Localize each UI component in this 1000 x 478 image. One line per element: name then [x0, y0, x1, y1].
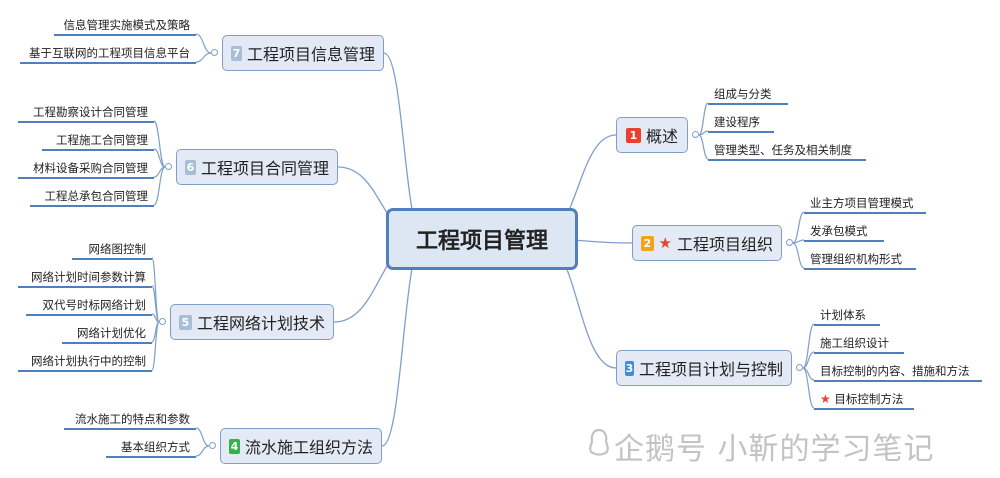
- collapse-toggle[interactable]: [159, 318, 166, 325]
- leaf-connector: [195, 52, 212, 63]
- collapse-toggle[interactable]: [165, 163, 172, 170]
- leaf-item[interactable]: 基于互联网的工程项目信息平台: [20, 44, 196, 64]
- branch-information[interactable]: 7 工程项目信息管理: [222, 35, 384, 71]
- number-badge: 3: [625, 360, 634, 376]
- number-badge: 2: [641, 235, 654, 251]
- branch-label: 工程项目组织: [676, 235, 773, 254]
- collapse-toggle[interactable]: [796, 364, 803, 371]
- root-title: 工程项目管理: [415, 229, 548, 254]
- leaf-connector: [195, 445, 210, 457]
- collapse-toggle[interactable]: [786, 239, 793, 246]
- leaf-item[interactable]: 管理类型、任务及相关制度: [708, 141, 866, 161]
- branch-label: 工程项目合同管理: [200, 159, 329, 178]
- leaf-connector: [153, 120, 166, 168]
- branch-network-plan[interactable]: 5 工程网络计划技术: [170, 304, 334, 340]
- leaf-connector: [792, 211, 805, 244]
- leaf-item[interactable]: 网络计划时间参数计算: [18, 268, 152, 288]
- leaf-item[interactable]: 基本组织方式: [106, 438, 196, 458]
- number-badge: 5: [179, 314, 192, 330]
- leaf-item[interactable]: 施工组织设计: [814, 334, 904, 354]
- leaf-item[interactable]: 工程总承包合同管理: [30, 187, 154, 207]
- branch-contract[interactable]: 6 工程项目合同管理: [176, 149, 338, 185]
- branch-connector: [381, 238, 425, 447]
- collapse-toggle[interactable]: [209, 442, 216, 449]
- leaf-connector: [151, 257, 160, 323]
- leaf-connector: [698, 134, 709, 160]
- leaf-connector: [698, 102, 709, 136]
- leaf-item[interactable]: 管理组织机构形式: [804, 250, 916, 270]
- number-badge: 1: [625, 127, 641, 143]
- leaf-item[interactable]: 网络计划优化: [62, 324, 152, 344]
- leaf-item[interactable]: 流水施工的特点和参数: [64, 410, 196, 430]
- number-badge: 7: [231, 45, 242, 61]
- leaf-item[interactable]: 信息管理实施模式及策略: [54, 16, 196, 36]
- leaf-connector: [153, 148, 166, 168]
- watermark: 企鹅号 小靳的学习笔记: [584, 424, 935, 468]
- star-icon: ★: [658, 233, 672, 252]
- leaf-connector: [195, 427, 210, 447]
- leaf-connector: [792, 242, 805, 269]
- branch-label: 工程项目信息管理: [246, 45, 375, 64]
- collapse-toggle[interactable]: [692, 131, 699, 138]
- leaf-connector: [802, 367, 815, 409]
- collapse-toggle[interactable]: [211, 49, 218, 56]
- leaf-item[interactable]: 工程施工合同管理: [42, 131, 154, 151]
- branch-plan-control[interactable]: 3 工程项目计划与控制: [616, 350, 792, 386]
- leaf-item[interactable]: 网络计划执行中的控制: [18, 352, 152, 372]
- number-badge: 4: [229, 438, 240, 454]
- leaf-item[interactable]: 建设程序: [708, 113, 774, 133]
- leaf-item[interactable]: 工程勘察设计合同管理: [18, 103, 154, 123]
- penguin-logo-icon: [589, 428, 609, 456]
- star-icon: ★: [820, 392, 831, 406]
- leaf-item[interactable]: 计划体系: [814, 306, 880, 326]
- leaf-label: 目标控制方法: [834, 392, 904, 406]
- leaf-item[interactable]: 组成与分类: [708, 85, 788, 105]
- leaf-item[interactable]: 材料设备采购合同管理: [18, 159, 154, 179]
- branch-overview[interactable]: 1 概述: [616, 117, 688, 153]
- leaf-connector: [153, 166, 166, 206]
- leaf-connector: [195, 33, 212, 54]
- branch-organization[interactable]: 2 ★ 工程项目组织: [632, 225, 782, 261]
- watermark-text: 企鹅号 小靳的学习笔记: [614, 432, 935, 467]
- leaf-item[interactable]: 网络图控制: [72, 240, 152, 260]
- branch-label: 流水施工组织方法: [244, 438, 373, 457]
- number-badge: 6: [185, 159, 196, 175]
- root-node[interactable]: 工程项目管理: [386, 208, 578, 270]
- leaf-connector: [802, 323, 815, 369]
- leaf-connector: [151, 285, 160, 323]
- branch-label: 工程网络计划技术: [196, 314, 325, 333]
- leaf-item[interactable]: ★ 目标控制方法: [814, 390, 914, 410]
- leaf-item[interactable]: 目标控制的内容、措施和方法: [814, 362, 982, 382]
- branch-label: 工程项目计划与控制: [638, 360, 783, 379]
- leaf-item[interactable]: 双代号时标网络计划: [26, 296, 152, 316]
- leaf-item[interactable]: 业主方项目管理模式: [804, 194, 926, 214]
- branch-flow-construction[interactable]: 4 流水施工组织方法: [220, 428, 382, 464]
- leaf-item[interactable]: 发承包模式: [804, 222, 884, 242]
- branch-label: 概述: [645, 127, 678, 146]
- leaf-connector: [151, 321, 160, 371]
- leaf-connector: [802, 351, 815, 369]
